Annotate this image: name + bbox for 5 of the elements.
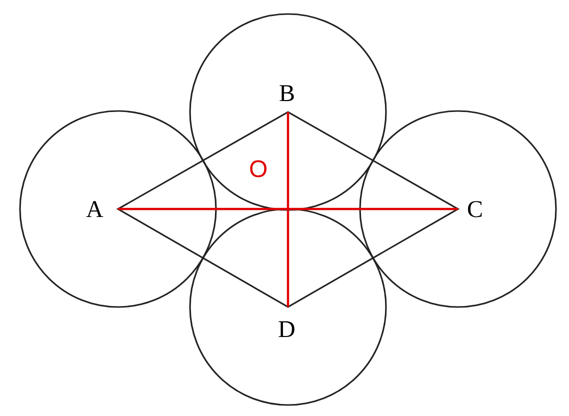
point-label: A	[86, 198, 104, 222]
point-label: O	[249, 158, 268, 182]
point-label: C	[467, 198, 484, 222]
point-label: D	[278, 318, 296, 342]
point-label: B	[279, 82, 296, 106]
